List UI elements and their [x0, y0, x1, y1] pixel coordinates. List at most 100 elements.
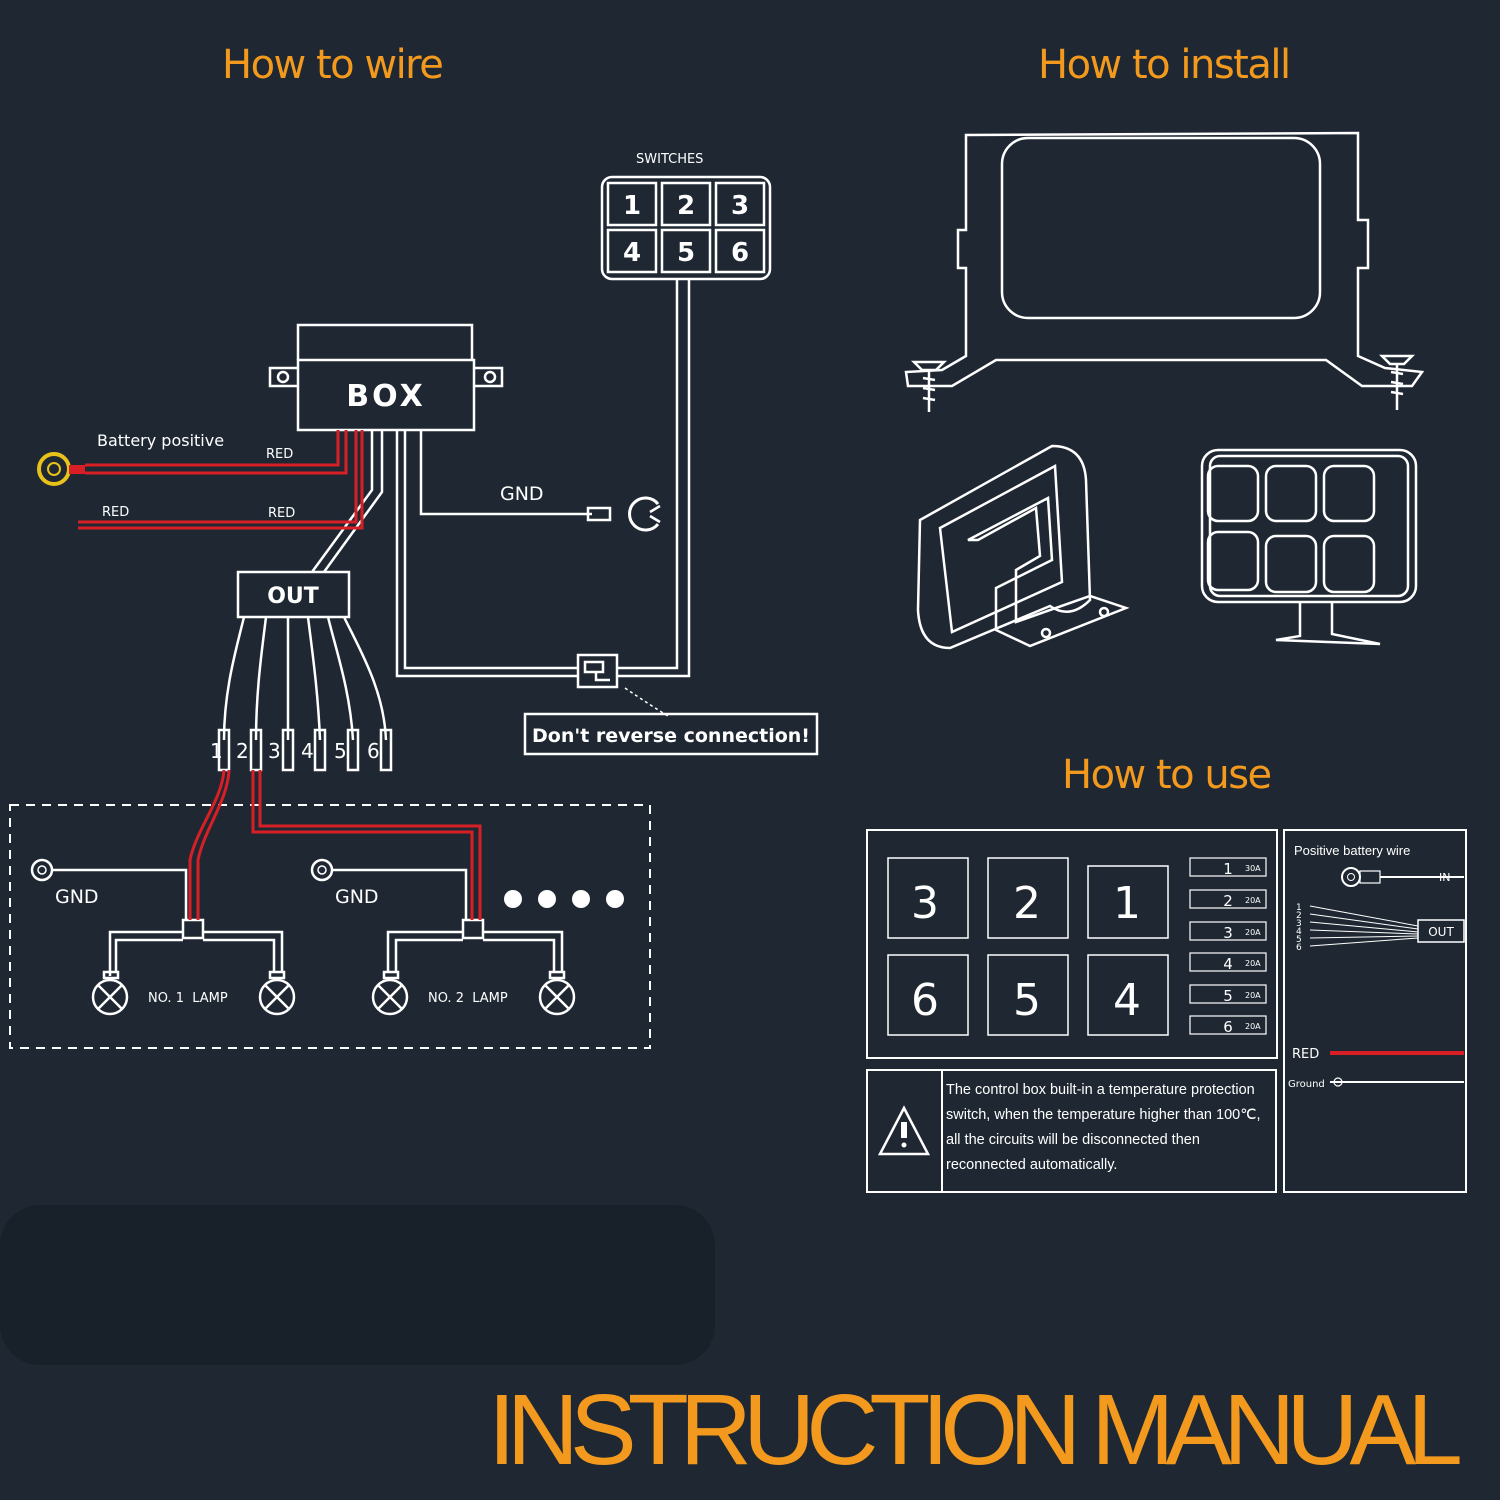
fuse-6-number: 6: [1223, 1018, 1233, 1036]
screw-left-thread: [922, 376, 936, 402]
battery-ring-hole: [47, 462, 61, 476]
lamp1-left-bulb-cross: [97, 984, 123, 1010]
usage-key-4: [1087, 954, 1169, 1036]
usage-in-label: IN: [1439, 871, 1450, 884]
positive-ring-hole: [1347, 873, 1355, 881]
fuse-2-amp: 20A: [1245, 896, 1261, 905]
fuse-5-number: 5: [1223, 987, 1233, 1005]
out-connector-5: [346, 728, 360, 772]
screw-right: [1378, 354, 1416, 410]
lamp1-left-lead-inner: [114, 938, 183, 972]
out-wire-4: [306, 616, 322, 741]
fuse-6-amp: 20A: [1245, 1022, 1261, 1031]
switch-cable-outer: [617, 279, 691, 678]
lamp2-gnd-ring-hole: [317, 865, 327, 875]
lamp2-right-socket: [548, 970, 566, 980]
red-wires: [78, 430, 482, 920]
fuse-slot-4: [1189, 952, 1267, 972]
dark-band: [0, 1205, 715, 1365]
switch-panel: [600, 175, 772, 281]
switch-number-1: 1: [623, 191, 641, 221]
warning-triangle-icon: [877, 1105, 931, 1156]
lamp1-label: NO. 1 LAMP: [148, 991, 228, 1006]
lamp1-red-wire-a: [188, 769, 226, 920]
connector-number-5: 5: [334, 739, 347, 763]
lamp1-left-bulb: [91, 978, 129, 1016]
heading-how-to-use: How to use: [1062, 752, 1272, 798]
connector-number-1: 1: [210, 739, 223, 763]
box-gnd-label: GND: [500, 483, 544, 505]
front-key-4: [1206, 530, 1260, 592]
red-wire-outer: [78, 430, 358, 524]
switch-number-2: 2: [677, 191, 695, 221]
wiring-diagram: [9, 175, 819, 1049]
warning-pointer: [624, 687, 669, 717]
lamp2-right-lead-outer: [483, 930, 564, 972]
warning-bar: [901, 1122, 907, 1138]
fuse-3-number: 3: [1223, 924, 1233, 942]
warning-frame: [866, 1069, 1277, 1193]
lamp2-right-bulb: [538, 978, 576, 1016]
rear-bracket-hole-1: [1040, 627, 1052, 639]
mounting-bracket: [904, 131, 1425, 388]
switch-number-6: 6: [731, 238, 749, 268]
usage-key-6: [887, 954, 969, 1036]
battery-terminal: [37, 452, 85, 486]
keypad-frame: [866, 829, 1278, 1059]
lamp2-left-bulb: [371, 978, 409, 1016]
gnd-ring-slot: [649, 504, 661, 524]
lamp1-gnd-label: GND: [55, 886, 99, 908]
usage-out-number-6: 6: [1296, 943, 1302, 953]
usage-out-number-5: 5: [1296, 935, 1302, 945]
battery-positive-wire-inner: [85, 430, 348, 475]
lamp2-right-lead-inner: [483, 938, 556, 972]
usage-key-1: [1087, 865, 1169, 939]
lamp1-gnd-ring-hole: [37, 865, 47, 875]
red-wire-inner: [78, 430, 364, 530]
switch-connector: [576, 653, 619, 689]
rear-mount-bracket: [967, 495, 1130, 648]
connector-number-6: 6: [367, 739, 380, 763]
lamp2-left-lead-inner: [394, 938, 463, 972]
lamp2-red-wire-a: [251, 770, 474, 920]
switch-connector-pin: [594, 672, 610, 682]
lamp2-left-lead-outer: [386, 930, 463, 972]
usage-out-number-3: 3: [1296, 919, 1302, 929]
gnd-ring-terminal: [628, 496, 660, 532]
switch-number-5: 5: [677, 238, 695, 268]
battery-positive-wire-outer: [85, 430, 340, 467]
lamp1-left-lead-outer: [108, 930, 183, 976]
positive-ring: [1341, 867, 1361, 887]
lamp1-gnd-wire: [52, 868, 188, 920]
lamp2-splice: [461, 918, 485, 940]
warning-box: [523, 712, 819, 756]
screw-left: [910, 360, 948, 412]
out-cable-right: [322, 430, 384, 573]
lamp2-label: NO. 2 LAMP: [428, 991, 508, 1006]
usage-key-2-label: 2: [1013, 878, 1041, 929]
more-lamps-dots: [504, 890, 624, 908]
switch-1: [606, 181, 658, 227]
out-block: [236, 570, 351, 619]
bracket-window: [1000, 136, 1322, 320]
lamp1-right-bulb: [258, 978, 296, 1016]
box-tab-left: [268, 366, 298, 388]
out-connector-6: [379, 728, 393, 772]
temperature-warning-text: The control box built-in a temperature p…: [946, 1082, 1261, 1173]
switch-cable-inner: [617, 279, 679, 670]
fuse-slot-1: [1189, 857, 1267, 877]
red-label-2: RED: [102, 505, 129, 520]
front-key-2: [1264, 464, 1318, 523]
lamp-area: [9, 804, 651, 1049]
lamp1-splice: [181, 918, 205, 940]
box-tab-left-hole: [276, 370, 290, 384]
fuse-4-amp: 20A: [1245, 959, 1261, 968]
switch-2: [660, 181, 712, 227]
screw-right-thread: [1390, 370, 1404, 396]
out-label: OUT: [267, 584, 319, 609]
out-connector-4: [313, 728, 327, 772]
usage-out-block: [1417, 919, 1465, 943]
usage-keypad: [866, 829, 1467, 1193]
